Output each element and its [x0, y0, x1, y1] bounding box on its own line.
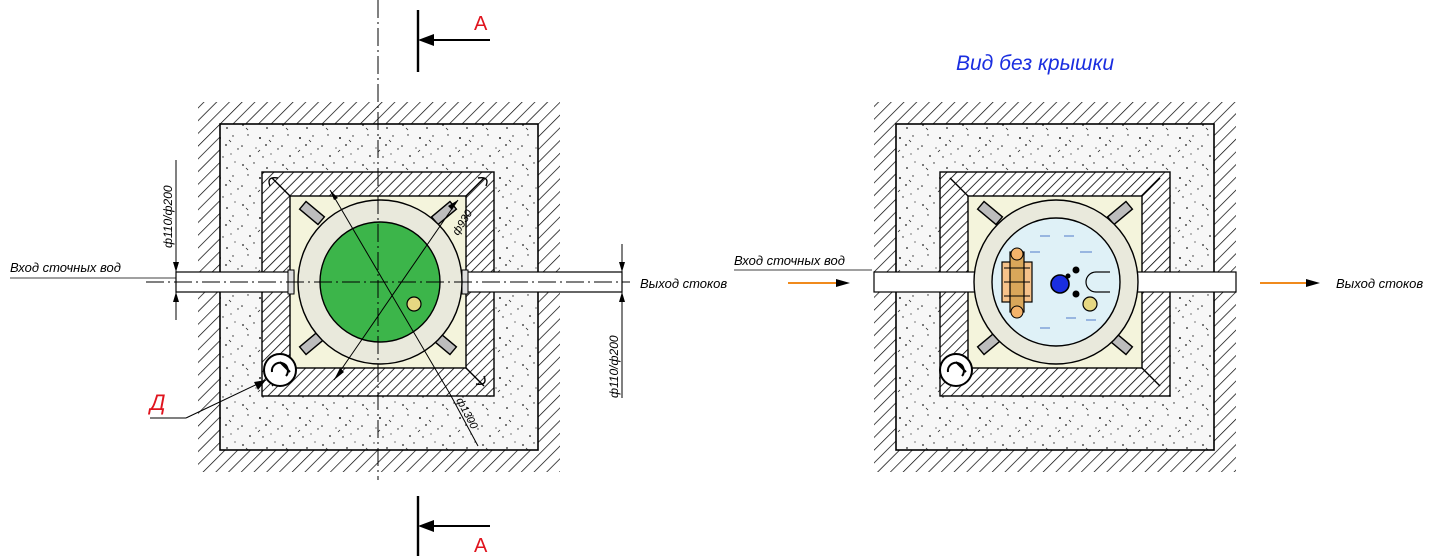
float-valve: [1082, 296, 1098, 312]
right-view-title: Вид без крышки: [956, 52, 1114, 75]
pipe-dim-left: ф110/ф200: [161, 185, 175, 248]
detail-mark: Д: [147, 390, 166, 415]
section-marker-bottom: A: [416, 496, 490, 557]
outlet-arrow: [1260, 279, 1320, 287]
section-bottom-letter: A: [474, 535, 488, 557]
inlet-manifold: [1001, 247, 1033, 319]
right-outlet-label: Выход стоков: [1336, 276, 1423, 291]
inlet-arrow: [788, 279, 850, 287]
vent-pipe-right: [939, 353, 973, 387]
right-view: Вид без крышки: [734, 52, 1423, 472]
dim-line-outer: [329, 189, 451, 395]
lid-handle: [406, 296, 422, 312]
section-marker-top: A: [416, 10, 490, 72]
water-ripples: [1030, 235, 1096, 329]
dim-line-inner: [333, 199, 459, 381]
left-outlet-label: Выход стоков: [640, 276, 727, 291]
section-top-letter: A: [474, 13, 488, 35]
left-inlet-label: Вход сточных вод: [10, 260, 121, 275]
vent-pipe: [263, 353, 297, 387]
right-inlet-label: Вход сточных вод: [734, 253, 845, 268]
center-pump: [1050, 274, 1070, 294]
pipe-dim-right: ф110/ф200: [607, 335, 621, 398]
left-view: ф930 ф1300 ф110/ф200 ф110/ф200 Вход сточ…: [10, 0, 727, 480]
